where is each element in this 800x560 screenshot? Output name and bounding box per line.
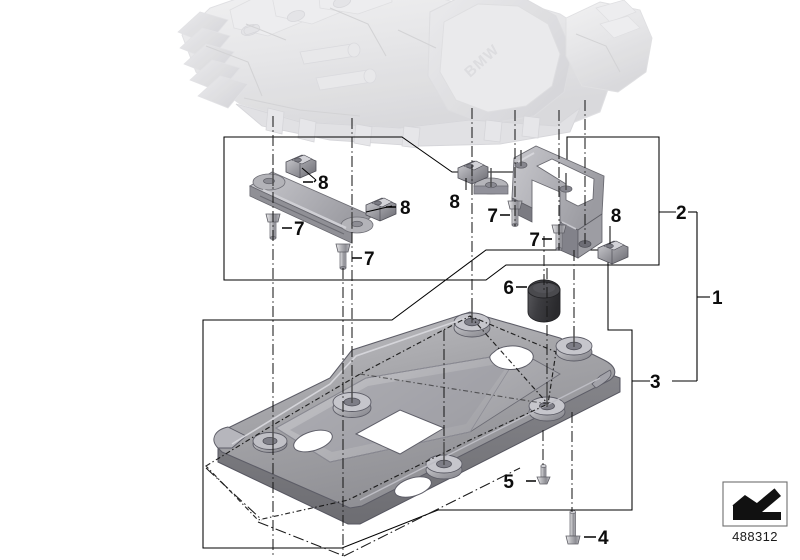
callout-leaders <box>282 167 611 538</box>
assembly-centerlines <box>205 100 586 557</box>
callout-label-8a: 8 <box>318 173 329 194</box>
group-3-boundary <box>202 249 633 549</box>
group-brackets <box>632 211 710 382</box>
diagram-id-number: 488312 <box>732 529 778 544</box>
group-3-dotted-outline <box>205 315 557 521</box>
callout-label-5: 5 <box>503 472 514 493</box>
plate-boss <box>252 432 288 453</box>
callout-label-7c: 7 <box>487 206 498 227</box>
callout-label-7a: 7 <box>294 219 305 240</box>
callout-label-8d: 8 <box>611 206 622 227</box>
group-2-boundary <box>223 136 660 281</box>
callout-label-7d: 7 <box>529 230 540 251</box>
callout-label-3: 3 <box>650 372 661 393</box>
callout-label-2: 2 <box>676 203 687 224</box>
engine-ghost-illustration: BMW <box>177 0 653 149</box>
screw-part-7b <box>335 243 351 270</box>
clip-nut-part-8a <box>285 154 317 179</box>
plate-boss <box>528 396 566 422</box>
bolt-part-4 <box>565 510 581 545</box>
view-direction-icon <box>722 481 788 527</box>
engine-skid-plate-part <box>213 311 621 525</box>
callout-label-1: 1 <box>712 288 723 309</box>
clip-nut-part-8b <box>365 197 397 222</box>
callout-label-4: 4 <box>598 528 609 549</box>
assembly-stud-rods <box>272 150 575 465</box>
callout-label-7b: 7 <box>364 249 375 270</box>
callout-label-8c: 8 <box>449 192 460 213</box>
clip-nut-part-8d <box>597 240 629 265</box>
screw-part-5 <box>536 464 551 485</box>
callout-label-8b: 8 <box>400 198 411 219</box>
rubber-buffer-cap-part <box>527 279 561 323</box>
callout-label-6: 6 <box>503 278 514 299</box>
